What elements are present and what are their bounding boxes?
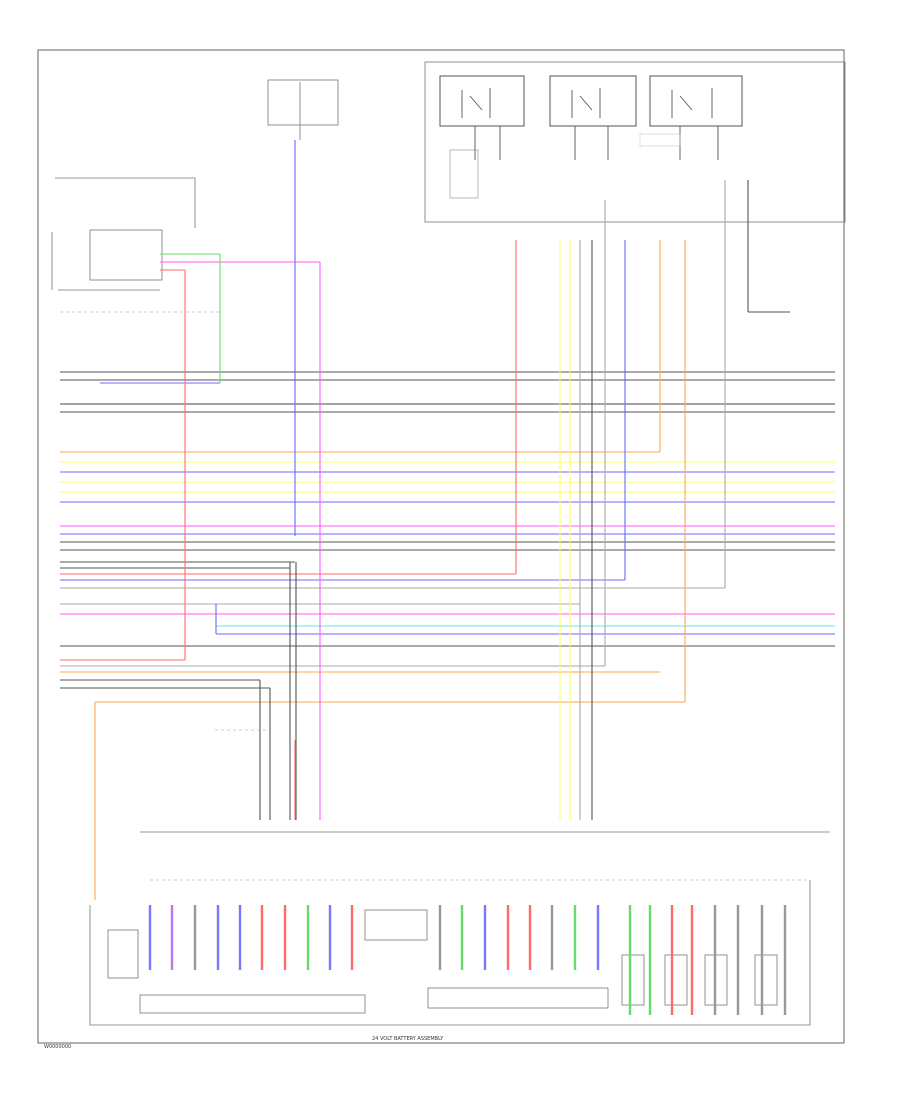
relay-group [424,61,846,223]
diagram-bottom-label: 24 VOLT BATTERY ASSEMBLY [372,1036,444,1042]
dashed-guides [60,311,810,881]
diagram-corner-label: W0000000 [44,1044,71,1050]
diagram-frame [37,49,845,1044]
battery-block [89,831,830,1026]
relay-box-3 [649,75,743,127]
battery-cell-columns [148,905,787,1015]
left-connector-block [51,79,339,291]
relay-box-1 [439,75,525,127]
horizontal-wire-bus [60,253,835,703]
relay-box-2 [549,75,637,127]
vertical-wire-set [94,140,790,900]
